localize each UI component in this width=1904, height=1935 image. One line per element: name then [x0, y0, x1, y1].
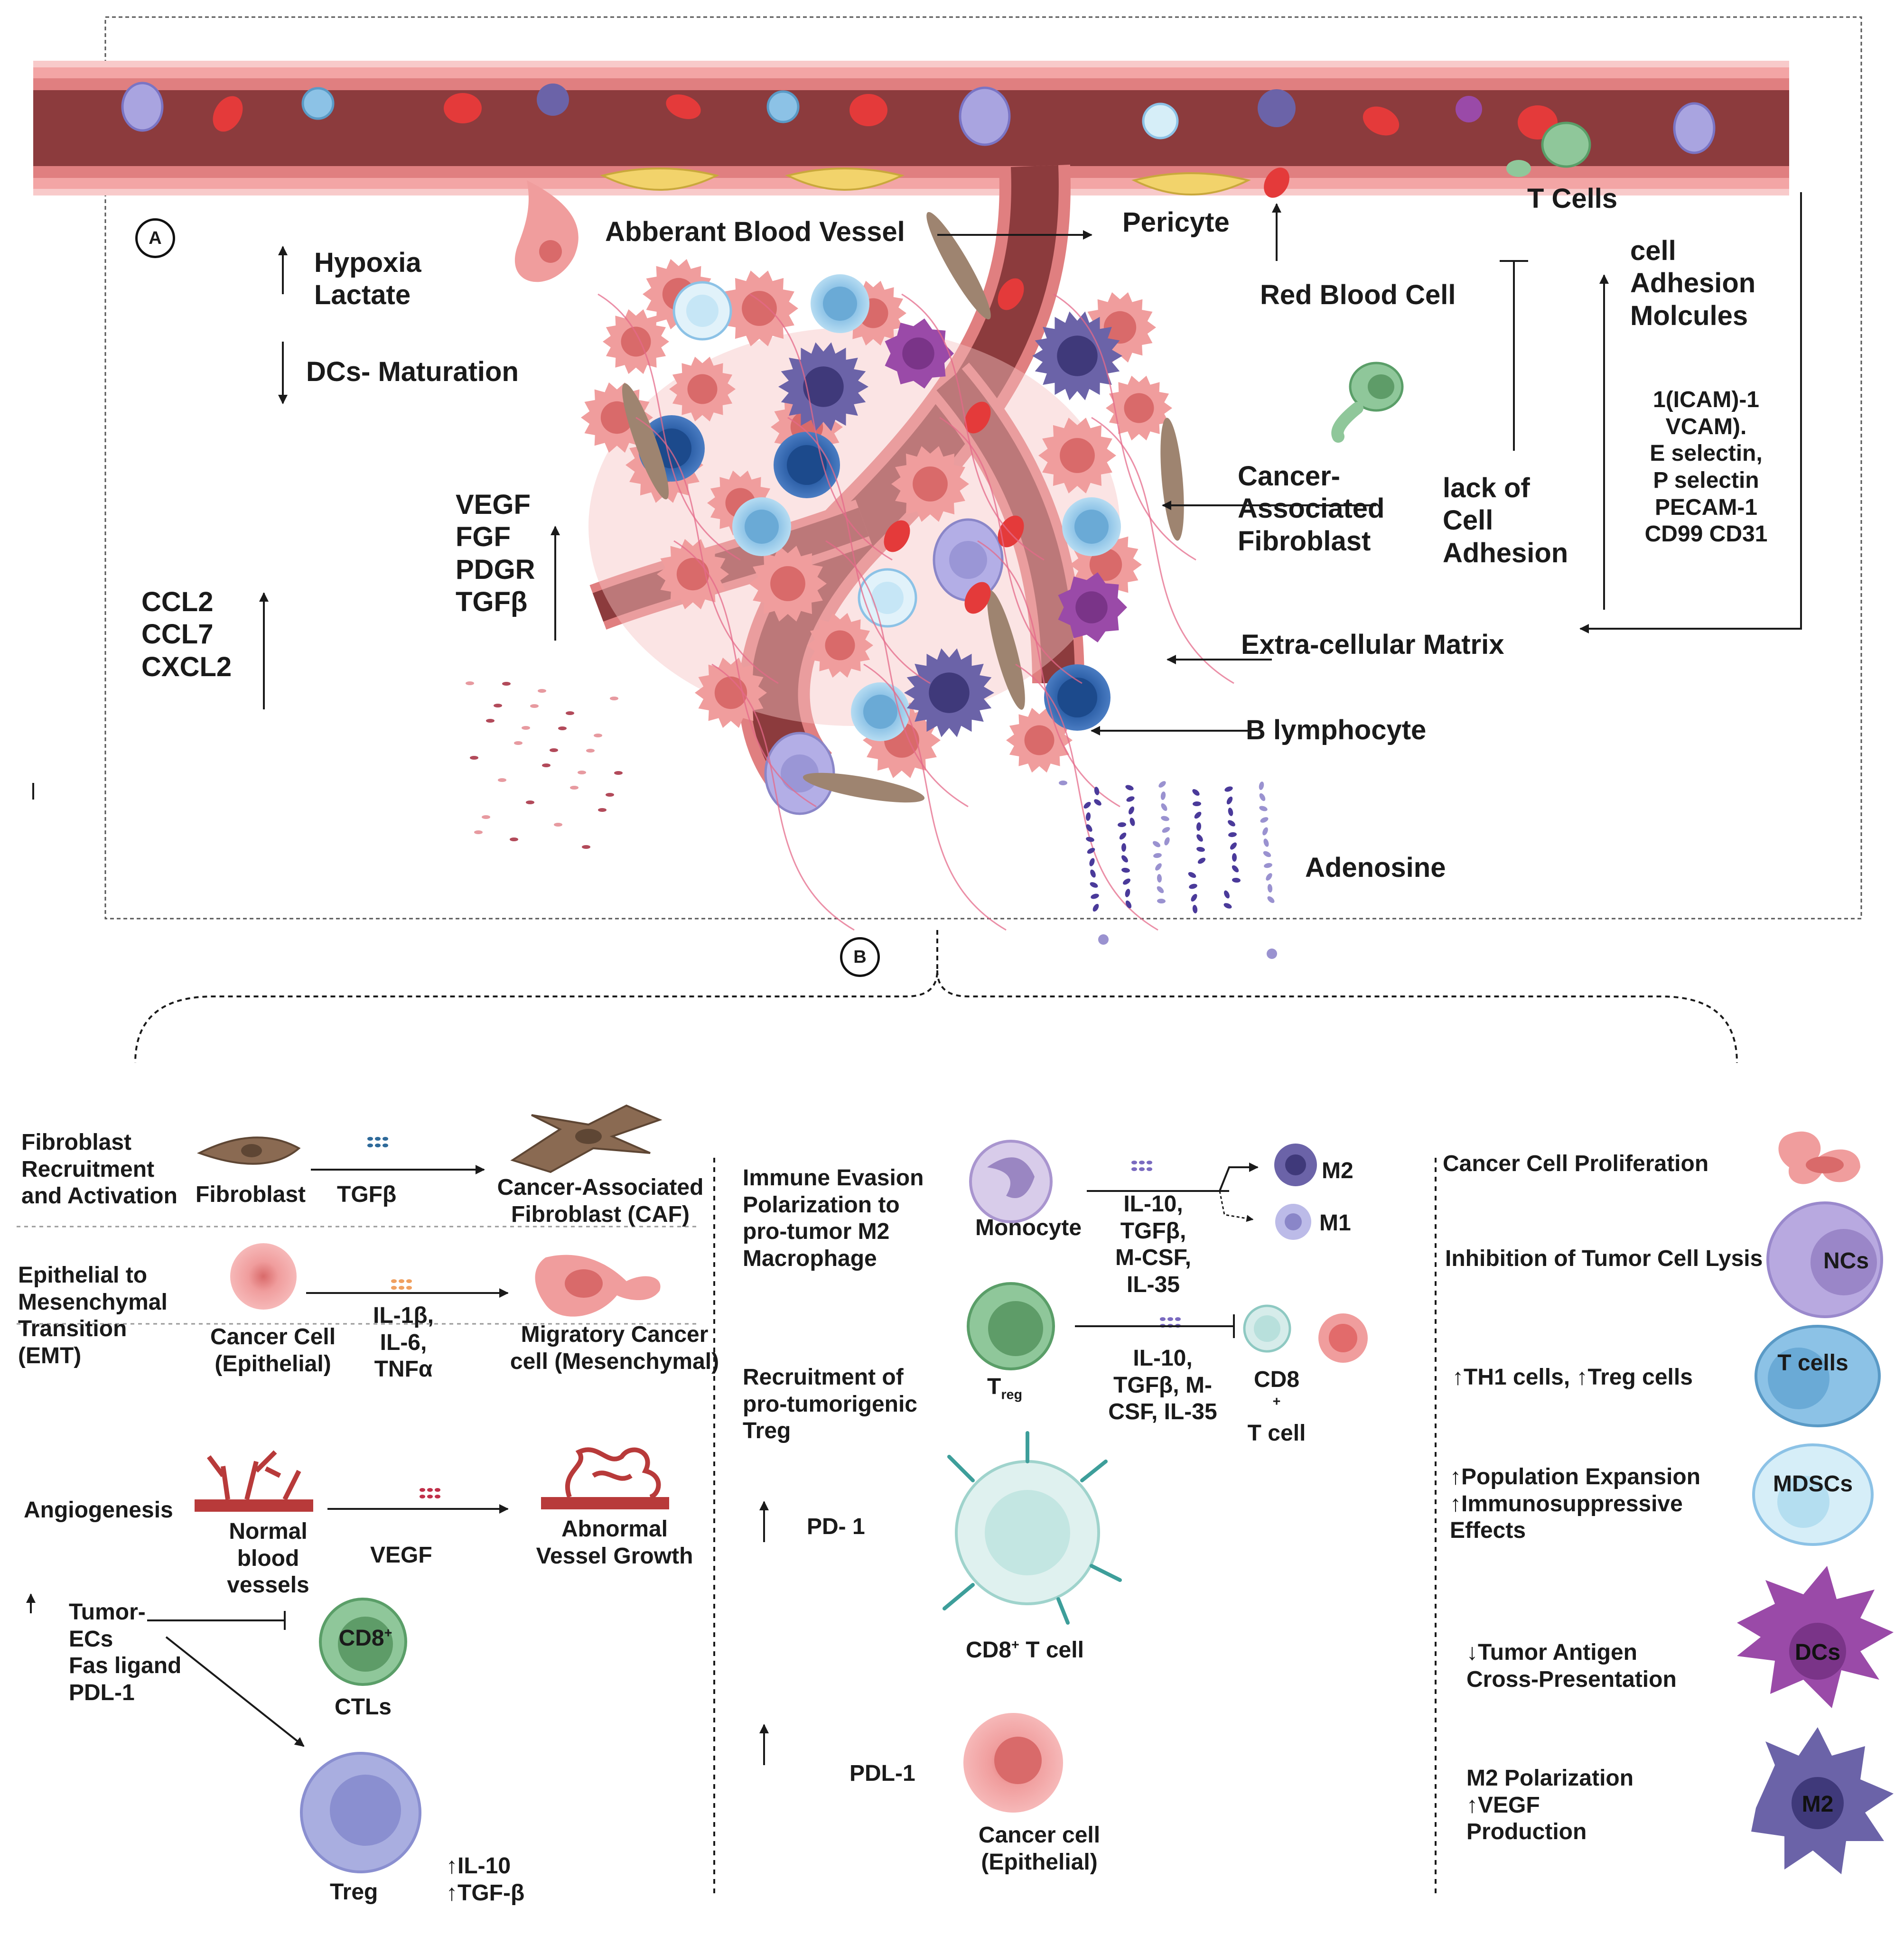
red-blood-cell-label: Red Blood Cell	[1260, 279, 1456, 310]
tumor-cell	[1032, 311, 1122, 400]
panel-b-bracket	[134, 930, 1738, 1063]
free-t-cell	[1331, 362, 1404, 443]
b-lymphocyte-label: B lymphocyte	[1246, 715, 1427, 745]
panel-a-arrows	[32, 192, 1802, 800]
ecm-label: Extra-cellular Matrix	[1241, 629, 1504, 660]
cancer-cell-col2-label: Cancer cell(Epithelial)	[978, 1823, 1101, 1875]
rbc	[998, 278, 1024, 310]
cd8-tcell-small-label: CD8+T cell	[1247, 1367, 1306, 1446]
rbc	[964, 401, 991, 434]
rbc	[884, 520, 910, 552]
badge-b: B	[840, 937, 880, 977]
tumor-cell	[695, 657, 767, 728]
tumor-lysis-label: Inhibition of Tumor Cell Lysis	[1445, 1246, 1763, 1271]
cancer-cell-epithelial-label: Cancer Cell(Epithelial)	[210, 1324, 336, 1377]
abberant-vessel-label: Abberant Blood Vessel	[605, 216, 905, 247]
tumor-cell	[720, 270, 798, 346]
adenosine-label: Adenosine	[1305, 852, 1446, 883]
tumor-cell	[669, 356, 736, 422]
adenosine-particles	[1059, 781, 1277, 959]
cd8-tcell-big-label: CD8+ T cell	[966, 1637, 1084, 1663]
monocyte-label: Monocyte	[975, 1215, 1082, 1240]
t-cells-label: T Cells	[1527, 183, 1618, 214]
m2-small-label: M2	[1322, 1158, 1353, 1183]
dc-cell	[1737, 1566, 1894, 1708]
cd8-ctl-text: CD8+	[338, 1626, 392, 1651]
panel-a-frame	[104, 16, 1862, 920]
fibroblast-cell	[926, 212, 991, 320]
pd1-label: PD- 1	[807, 1514, 865, 1539]
col3-graphics	[1737, 1131, 1894, 1874]
fibroblast-label: Fibroblast	[196, 1182, 306, 1207]
tumor-cell	[1058, 572, 1127, 642]
pdl1-label: PDL-1	[849, 1761, 915, 1786]
angiogenesis-title: Angiogenesis	[24, 1498, 173, 1523]
m2-big-text: M2	[1801, 1792, 1834, 1817]
column-dividers	[713, 1158, 1437, 1898]
tumor-cell	[885, 318, 954, 389]
fibroblast-cell	[987, 590, 1025, 710]
ctls-label: CTLs	[335, 1694, 392, 1720]
pericyte-label: Pericyte	[1122, 207, 1230, 238]
ncs-text: NCs	[1823, 1248, 1869, 1274]
tumor-cell	[1006, 707, 1073, 773]
fibroblast-cell	[1160, 418, 1184, 541]
extravasating-cancer-cell	[514, 180, 579, 282]
tumor-cell	[891, 446, 969, 522]
treg-cell-label: Treg	[987, 1374, 1023, 1403]
tumor-cell	[1106, 375, 1172, 441]
emt-cytokines-label: IL-1β,IL-6,TNFα	[373, 1303, 434, 1382]
fibroblast-cell	[803, 772, 925, 803]
badge-a: A	[135, 218, 175, 258]
th1-treg-label: ↑TH1 cells, ↑Treg cells	[1452, 1365, 1693, 1390]
tumor-mass	[581, 212, 1234, 931]
m2-cell	[1751, 1727, 1894, 1874]
dcs-maturation-label: DCs- Maturation	[306, 356, 519, 387]
tumor-cell	[749, 546, 827, 622]
t-cells-text: T cells	[1777, 1350, 1848, 1376]
treg-label: Treg	[330, 1879, 378, 1905]
col2-graphics	[759, 1140, 1368, 1813]
m1-small-label: M1	[1319, 1210, 1351, 1236]
dcs-text: DCs	[1794, 1640, 1841, 1665]
rbc	[964, 582, 991, 614]
blood-vessel	[33, 61, 1789, 803]
treg-cytokines-label: ↑IL-10↑TGF-β	[446, 1853, 525, 1906]
treg-cytokines-col2-label: IL-10,TGFβ, M-CSF, IL-35	[1108, 1346, 1217, 1425]
tgfb-label: TGFβ	[337, 1182, 397, 1207]
tumor-cell	[657, 539, 729, 610]
col1-graphics	[26, 1104, 669, 1873]
cancer-proliferation-label: Cancer Cell Proliferation	[1443, 1151, 1709, 1176]
tumor-cell	[807, 613, 873, 678]
mdscs-text: MDSCs	[1773, 1471, 1853, 1497]
vegf-label: VEGF	[370, 1543, 432, 1568]
mono-cytokines-label: IL-10,TGFβ,M-CSF,IL-35	[1115, 1191, 1191, 1297]
fibroblast-cell	[622, 383, 669, 500]
tumor-cell	[904, 648, 994, 737]
tumor-cell	[1038, 418, 1116, 493]
cytokine-particles	[367, 681, 1181, 1498]
